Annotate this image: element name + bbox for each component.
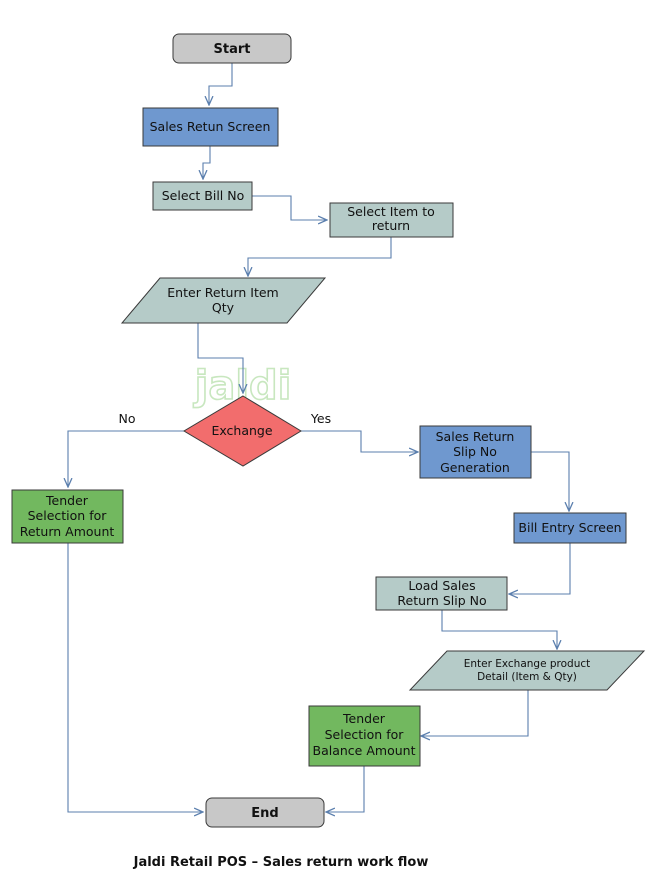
- node-enter-exchange-detail-line-1: Enter Exchange product: [464, 658, 591, 670]
- node-enter-return-qty: Enter Return Item Qty: [120, 277, 327, 324]
- edge-start-to-sales-return: [209, 63, 233, 105]
- edge-qty-to-exchange: [197, 323, 243, 393]
- node-select-bill-no: Select Bill No: [152, 181, 253, 211]
- node-select-item-line-1: Select Item to: [347, 204, 435, 219]
- edge-balance-tender-to-end: [326, 766, 365, 812]
- edges: [68, 63, 570, 812]
- node-slip-generation-line-3: Generation: [440, 460, 510, 475]
- edge-return-tender-to-end: [67, 543, 203, 812]
- node-tender-balance-line-2: Selection for: [325, 727, 405, 742]
- node-start: Start: [172, 33, 292, 64]
- node-tender-return-line-1: Tender: [45, 493, 89, 508]
- node-tender-return-line-2: Selection for: [28, 508, 108, 523]
- edge-sales-return-to-bill: [203, 146, 211, 179]
- node-exchange-label: Exchange: [211, 423, 272, 438]
- node-tender-balance-line-3: Balance Amount: [313, 743, 416, 758]
- node-sales-return-screen: Sales Retun Screen: [142, 107, 279, 147]
- node-tender-balance-line-1: Tender: [342, 711, 386, 726]
- node-bill-entry-screen-label: Bill Entry Screen: [518, 520, 621, 535]
- edge-exchange-detail-to-balance: [421, 690, 529, 736]
- edge-slip-to-bill-entry: [531, 451, 569, 511]
- edge-exchange-yes: [301, 430, 418, 452]
- node-tender-balance: Tender Selection for Balance Amount: [308, 705, 421, 767]
- node-slip-generation-line-2: Slip No: [453, 444, 497, 459]
- node-load-slip-line-2: Return Slip No: [397, 593, 486, 608]
- node-start-label: Start: [214, 42, 251, 57]
- node-exchange-decision: Exchange: [183, 395, 302, 467]
- edge-load-slip-to-exchange-detail: [441, 610, 557, 649]
- node-load-slip-line-1: Load Sales: [408, 578, 475, 593]
- edge-select-item-to-qty: [248, 237, 392, 276]
- node-end-label: End: [251, 806, 278, 821]
- node-end: End: [205, 797, 325, 828]
- diagram-caption: Jaldi Retail POS – Sales return work flo…: [133, 855, 429, 870]
- node-select-bill-no-label: Select Bill No: [162, 188, 245, 203]
- node-slip-generation-line-1: Sales Return: [436, 429, 515, 444]
- node-slip-generation: Sales Return Slip No Generation: [419, 425, 532, 479]
- node-select-item: Select Item to return: [329, 202, 454, 238]
- node-load-slip: Load Sales Return Slip No: [375, 576, 508, 611]
- node-enter-exchange-detail: Enter Exchange product Detail (Item & Qt…: [408, 650, 646, 691]
- node-enter-exchange-detail-line-2: Detail (Item & Qty): [477, 671, 577, 683]
- edge-exchange-no: [68, 430, 184, 487]
- edge-bill-to-select-item: [252, 195, 327, 220]
- node-tender-return: Tender Selection for Return Amount: [11, 489, 124, 544]
- node-sales-return-screen-label: Sales Retun Screen: [150, 119, 271, 134]
- node-tender-return-line-3: Return Amount: [20, 524, 115, 539]
- node-enter-return-qty-line-2: Qty: [212, 300, 235, 315]
- node-select-item-line-2: return: [372, 218, 410, 233]
- edge-label-no: No: [119, 411, 136, 426]
- edge-bill-entry-to-load-slip: [509, 543, 571, 594]
- node-enter-return-qty-line-1: Enter Return Item: [167, 285, 278, 300]
- node-bill-entry-screen: Bill Entry Screen: [513, 512, 627, 544]
- edge-label-yes: Yes: [310, 411, 331, 426]
